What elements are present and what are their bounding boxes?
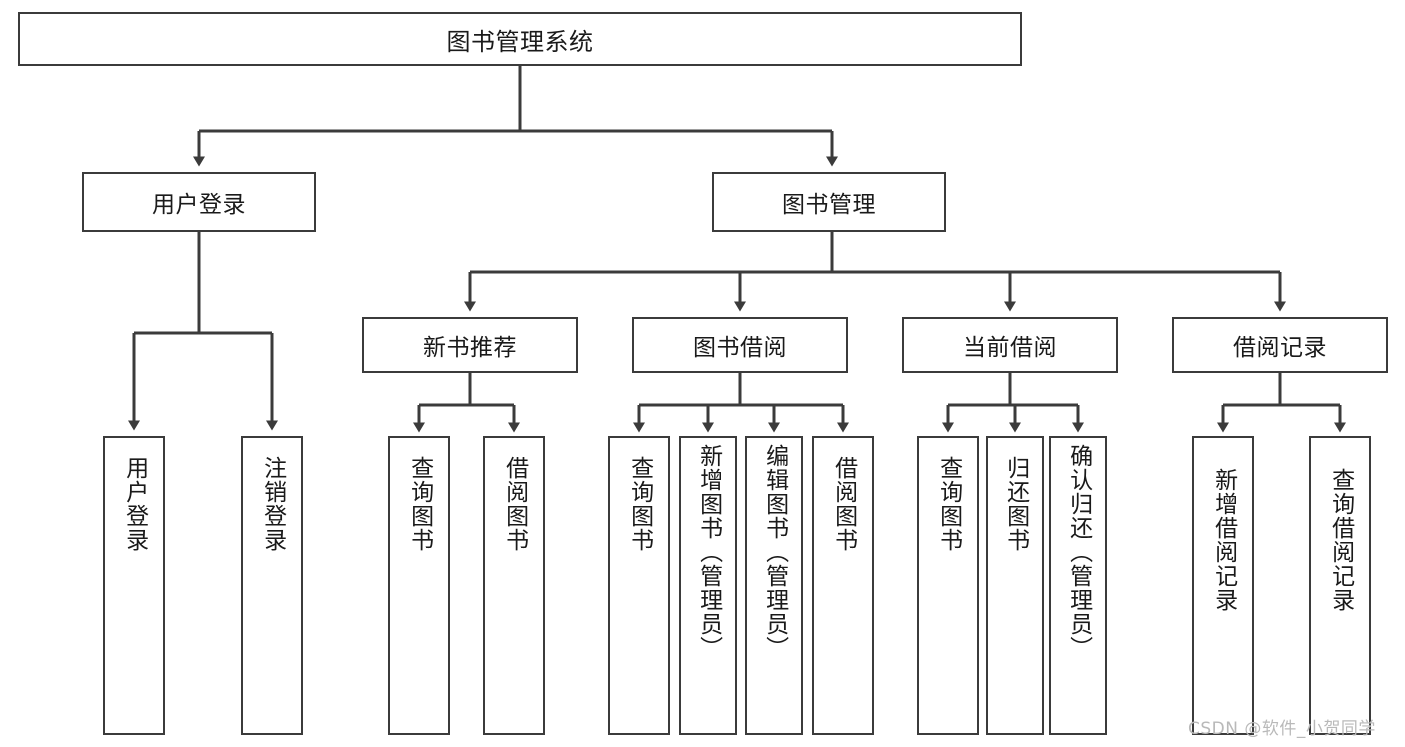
node-leaf-borrow-add-book[interactable]: 新增图书（管理员）	[679, 436, 737, 735]
node-new-book-recommend[interactable]: 新书推荐	[362, 317, 578, 373]
node-leaf-current-return-book-label: 归还图书	[1002, 456, 1029, 552]
node-root-label: 图书管理系统	[446, 27, 594, 56]
node-leaf-borrow-query-book-label: 查询图书	[626, 456, 653, 552]
node-book-management[interactable]: 图书管理	[712, 172, 946, 232]
node-leaf-borrow-add-book-label: 新增图书（管理员）	[695, 444, 722, 660]
node-borrow-record[interactable]: 借阅记录	[1172, 317, 1388, 373]
node-leaf-record-query[interactable]: 查询借阅记录	[1309, 436, 1371, 735]
node-book-borrow[interactable]: 图书借阅	[632, 317, 848, 373]
node-leaf-current-confirm-return-label: 确认归还（管理员）	[1065, 444, 1092, 660]
node-user-login[interactable]: 用户登录	[82, 172, 316, 232]
node-book-management-label: 图书管理	[782, 192, 876, 218]
node-book-borrow-label: 图书借阅	[693, 335, 787, 361]
node-leaf-borrow-edit-book-label: 编辑图书（管理员）	[761, 444, 788, 660]
node-leaf-current-query-book-label: 查询图书	[935, 456, 962, 552]
node-current-borrow[interactable]: 当前借阅	[902, 317, 1118, 373]
csdn-watermark: CSDN @软件_小贺同学	[1188, 719, 1376, 739]
node-leaf-current-confirm-return[interactable]: 确认归还（管理员）	[1049, 436, 1107, 735]
node-leaf-borrow-edit-book[interactable]: 编辑图书（管理员）	[745, 436, 803, 735]
node-root[interactable]: 图书管理系统	[18, 12, 1022, 66]
node-leaf-newbook-query-book[interactable]: 查询图书	[388, 436, 450, 735]
node-borrow-record-label: 借阅记录	[1233, 335, 1327, 361]
node-leaf-borrow-borrow-book-label: 借阅图书	[830, 456, 857, 552]
node-leaf-logout[interactable]: 注销登录	[241, 436, 303, 735]
node-leaf-newbook-borrow-book-label: 借阅图书	[501, 456, 528, 552]
node-leaf-record-add-label: 新增借阅记录	[1210, 468, 1237, 612]
node-leaf-record-query-label: 查询借阅记录	[1327, 468, 1354, 612]
node-leaf-current-return-book[interactable]: 归还图书	[986, 436, 1044, 735]
node-leaf-borrow-borrow-book[interactable]: 借阅图书	[812, 436, 874, 735]
node-leaf-logout-label: 注销登录	[259, 456, 286, 552]
node-leaf-user-login-label: 用户登录	[121, 456, 148, 552]
node-current-borrow-label: 当前借阅	[963, 335, 1057, 361]
node-leaf-newbook-borrow-book[interactable]: 借阅图书	[483, 436, 545, 735]
node-user-login-label: 用户登录	[152, 192, 246, 218]
node-leaf-record-add[interactable]: 新增借阅记录	[1192, 436, 1254, 735]
node-leaf-user-login[interactable]: 用户登录	[103, 436, 165, 735]
node-leaf-current-query-book[interactable]: 查询图书	[917, 436, 979, 735]
node-leaf-borrow-query-book[interactable]: 查询图书	[608, 436, 670, 735]
node-new-book-recommend-label: 新书推荐	[423, 335, 517, 361]
node-leaf-newbook-query-book-label: 查询图书	[406, 456, 433, 552]
